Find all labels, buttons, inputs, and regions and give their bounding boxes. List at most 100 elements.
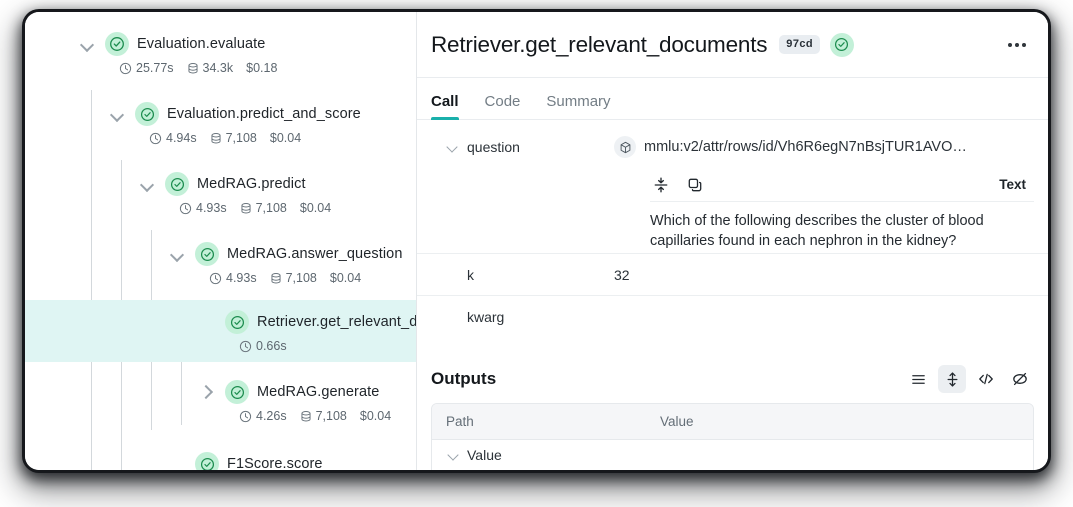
chevron-down-icon[interactable]: [137, 174, 157, 194]
cost-meta: $0.04: [360, 409, 391, 423]
chevron-down-icon[interactable]: [77, 34, 97, 54]
input-key-label: kwarg: [467, 309, 505, 325]
chevron-down-icon[interactable]: [167, 244, 187, 264]
duration-meta: 0.66s: [239, 339, 287, 353]
tokens-meta: 7,108: [210, 131, 257, 145]
duration-value: 25.77s: [136, 61, 174, 75]
tokens-value: 7,108: [315, 409, 347, 423]
input-row-kwarg[interactable]: kwarg: [417, 296, 1048, 338]
column-header-value: Value: [660, 414, 694, 429]
chevron-right-icon[interactable]: [197, 382, 217, 402]
tree-row-selected[interactable]: Retriever.get_relevant_d 0.66s: [25, 300, 417, 362]
tree-guide-rail: [91, 90, 92, 470]
tree-node-label: F1Score.score: [227, 456, 323, 470]
tokens-meta: 34.3k: [187, 61, 234, 75]
tokens-meta: 7,108: [270, 271, 317, 285]
input-ref-value[interactable]: mmlu:v2/attr/rows/id/Vh6R6egN7nBsjTUR1AV…: [644, 139, 967, 155]
status-success-icon: [225, 310, 249, 334]
cost-value: $0.04: [359, 409, 392, 423]
duration-meta: 4.26s: [239, 409, 287, 423]
input-row-k[interactable]: k 32: [417, 254, 1048, 296]
status-success-icon: [135, 102, 159, 126]
duration-meta: 4.93s: [179, 201, 227, 215]
tab-call[interactable]: Call: [431, 93, 459, 120]
status-success-icon: [195, 242, 219, 266]
tokens-meta: 7,108: [240, 201, 287, 215]
tree-row[interactable]: F1Score.score: [25, 442, 416, 470]
input-key: k: [431, 267, 614, 283]
cost-value: $0.04: [329, 271, 362, 285]
input-key-label: k: [467, 266, 474, 283]
tab-summary[interactable]: Summary: [546, 93, 611, 110]
status-success-icon: [225, 380, 249, 404]
tree-row[interactable]: Evaluation.evaluate 25.77s 34.3k $0.18: [25, 22, 416, 84]
expand-vertical-icon[interactable]: [938, 365, 966, 393]
input-key[interactable]: question: [431, 139, 614, 155]
cost-meta: $0.04: [270, 131, 301, 145]
duration-value: 0.66s: [256, 339, 287, 353]
tree-node-label: Evaluation.predict_and_score: [167, 106, 361, 122]
outputs-title: Outputs: [431, 369, 497, 388]
status-success-icon: [165, 172, 189, 196]
input-key-label: question: [467, 139, 520, 155]
trace-viewer-window: Evaluation.evaluate 25.77s 34.3k $0.18: [25, 12, 1048, 470]
chevron-down-icon[interactable]: [107, 104, 127, 124]
duration-value: 4.94s: [166, 131, 197, 145]
tokens-value: 7,108: [285, 271, 317, 285]
code-view-icon[interactable]: [972, 365, 1000, 393]
tree-row[interactable]: MedRAG.answer_question 4.93s 7,108 $0.04: [25, 232, 416, 294]
chevron-placeholder-icon: [197, 312, 217, 332]
tokens-value: 7,108: [255, 201, 287, 215]
duration-meta: 25.77s: [119, 61, 174, 75]
inputs-table: question mmlu:v2/attr/rows/id/Vh6R6egN7n…: [417, 120, 1048, 355]
tree-node-label: Retriever.get_relevant_d: [257, 314, 417, 330]
ellipsis-icon[interactable]: [1004, 37, 1030, 53]
copy-icon[interactable]: [684, 174, 706, 196]
table-row[interactable]: Value: [432, 440, 1033, 470]
tree-node-label: MedRAG.predict: [197, 176, 306, 192]
tree-row[interactable]: MedRAG.generate 4.26s 7,108 $0.04: [25, 370, 416, 432]
collapse-vertical-icon[interactable]: [650, 174, 672, 196]
tree-row[interactable]: MedRAG.predict 4.93s 7,108 $0.04: [25, 162, 416, 224]
tree-node-label: MedRAG.generate: [257, 384, 380, 400]
detail-tabs[interactable]: Call Code Summary: [417, 78, 1048, 120]
column-header-path: Path: [446, 414, 474, 429]
tree-row[interactable]: Evaluation.predict_and_score 4.94s 7,108…: [25, 92, 416, 154]
text-format-label: Text: [999, 177, 1026, 192]
tokens-value: 7,108: [225, 131, 257, 145]
tokens-value: 34.3k: [202, 61, 234, 75]
cost-value: $0.04: [269, 131, 302, 145]
tab-code[interactable]: Code: [484, 93, 521, 110]
tree-guide-rail: [181, 300, 182, 425]
cost-value: $0.04: [299, 201, 332, 215]
outputs-table-header: Path Value: [432, 404, 1033, 440]
chevron-placeholder-icon: [167, 454, 187, 470]
duration-value: 4.93s: [226, 271, 257, 285]
chevron-down-icon[interactable]: [445, 139, 461, 155]
outputs-table: Path Value Value: [431, 403, 1034, 470]
hide-eye-icon[interactable]: [1006, 365, 1034, 393]
op-version-badge: 97cd: [779, 35, 820, 54]
cube-icon: [614, 136, 636, 158]
outputs-header: Outputs: [431, 355, 1034, 403]
tree-node-label: MedRAG.answer_question: [227, 246, 403, 262]
status-success-icon: [829, 32, 854, 57]
duration-value: 4.93s: [196, 201, 227, 215]
chevron-down-icon[interactable]: [446, 447, 462, 463]
input-value: mmlu:v2/attr/rows/id/Vh6R6egN7nBsjTUR1AV…: [614, 136, 1034, 158]
input-row-question[interactable]: question mmlu:v2/attr/rows/id/Vh6R6egN7n…: [417, 120, 1048, 254]
question-text-panel: Text Which of the following describes th…: [431, 164, 1034, 253]
text-panel-toolbar[interactable]: Text: [650, 172, 1034, 202]
tree-node-label: Evaluation.evaluate: [137, 36, 266, 52]
list-view-icon[interactable]: [904, 365, 932, 393]
output-path-cell: Value: [467, 447, 502, 463]
outputs-section: Outputs: [417, 355, 1048, 470]
detail-header: Retriever.get_relevant_documents 97cd: [417, 12, 1048, 78]
outputs-toolbar[interactable]: [904, 365, 1034, 393]
input-key: kwarg: [431, 309, 614, 325]
trace-tree-panel[interactable]: Evaluation.evaluate 25.77s 34.3k $0.18: [25, 12, 417, 470]
tokens-meta: 7,108: [300, 409, 347, 423]
duration-meta: 4.93s: [209, 271, 257, 285]
duration-meta: 4.94s: [149, 131, 197, 145]
cost-meta: $0.04: [300, 201, 331, 215]
